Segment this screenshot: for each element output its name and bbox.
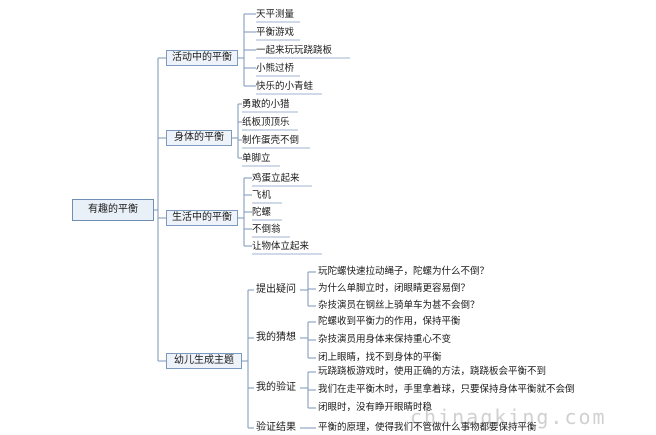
leaf-item: 制作蛋壳不倒: [242, 135, 300, 146]
leaf-item: 飞机: [252, 190, 272, 201]
leaf-item: 一起来玩玩跷跷板: [256, 45, 333, 56]
group-guess: 我的猜想: [256, 332, 296, 343]
leaf-item: 纸板顶顶乐: [242, 117, 290, 128]
leaf-item: 玩跷跷板游戏时，使用正确的方法，跷跷板会平衡不到: [318, 366, 547, 377]
leaf-item: 鸡蛋立起来: [252, 173, 300, 184]
leaf-item: 陀螺收到平衡力的作用，保持平衡: [318, 316, 461, 327]
leaf-item: 让物体立起来: [252, 241, 310, 252]
leaf-item: 平衡游戏: [256, 27, 295, 38]
watermark: chinaqking.com: [410, 405, 607, 429]
leaf-item: 玩陀螺快速拉动绳子，陀螺为什么不倒？: [318, 266, 490, 277]
leaf-item: 单脚立: [242, 153, 271, 164]
leaf-item: 不倒翁: [252, 224, 281, 235]
branch-activity: 活动中的平衡: [166, 50, 238, 66]
leaf-item: 勇敢的小猎: [242, 99, 290, 110]
leaf-item: 闭眼时，没有睁开眼睛时稳: [318, 402, 433, 413]
leaf-item: 平衡的原理，使得我们不管做什么事物都要保持平衡: [318, 422, 537, 433]
root-node: 有趣的平衡: [72, 199, 154, 221]
group-result: 验证结果: [256, 422, 296, 433]
leaf-item: 我们在走平衡木时，手里拿着球，只要保持身体平衡就不会倒: [318, 384, 575, 395]
leaf-item: 杂技演员用身体来保持重心不变: [318, 334, 452, 345]
group-verify: 我的验证: [256, 382, 296, 393]
leaf-item: 快乐的小青蛙: [256, 81, 314, 92]
leaf-item: 陀螺: [252, 207, 272, 218]
leaf-item: 天平测量: [256, 9, 295, 20]
leaf-item: 为什么单脚立时，闭眼睛更容易倒？: [318, 283, 471, 294]
leaf-item: 小熊过桥: [256, 63, 295, 74]
leaf-item: 杂技演员在钢丝上骑单车为甚不会倒？: [318, 300, 480, 311]
branch-child-theme: 幼儿生成主题: [166, 353, 242, 369]
branch-body: 身体的平衡: [166, 130, 232, 146]
group-question: 提出疑问: [256, 284, 296, 295]
branch-life: 生活中的平衡: [166, 210, 238, 226]
leaf-item: 闭上眼睛，找不到身体的平衡: [318, 352, 442, 363]
